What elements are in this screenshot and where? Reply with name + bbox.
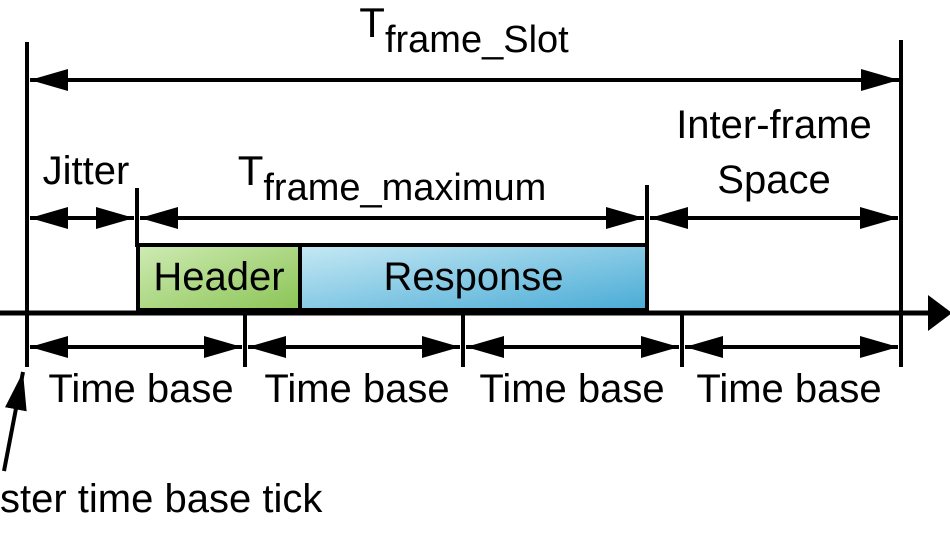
master-tick-callout-arrow <box>2 371 27 472</box>
t-frame-slot-subscript: frame_Slot <box>384 19 569 61</box>
jitter-label: Jitter <box>42 149 130 193</box>
inter-frame-space-line1: Inter-frame <box>676 103 872 147</box>
time-base-label-2: Time base <box>264 367 450 411</box>
inter-frame-space-line2: Space <box>717 158 831 202</box>
response-box-label: Response <box>383 255 564 299</box>
t-frame-maximum-subscript: frame_maximum <box>263 167 547 209</box>
master-time-base-tick-label: ster time base tick <box>0 477 323 521</box>
time-axis <box>0 295 950 331</box>
time-base-label-4: Time base <box>696 367 882 411</box>
response-box <box>298 243 649 312</box>
time-axis-arrowhead <box>928 295 950 331</box>
t-frame-slot-label: Tframe_Slot <box>359 0 568 60</box>
header-box-label: Header <box>153 255 285 299</box>
header-box <box>136 243 302 312</box>
t-frame-slot-symbol: T <box>359 0 385 46</box>
t-frame-maximum-label: Tframe_maximum <box>237 147 547 208</box>
t-frame-maximum-symbol: T <box>237 147 264 194</box>
time-base-label-1: Time base <box>48 367 234 411</box>
time-base-label-3: Time base <box>479 367 665 411</box>
